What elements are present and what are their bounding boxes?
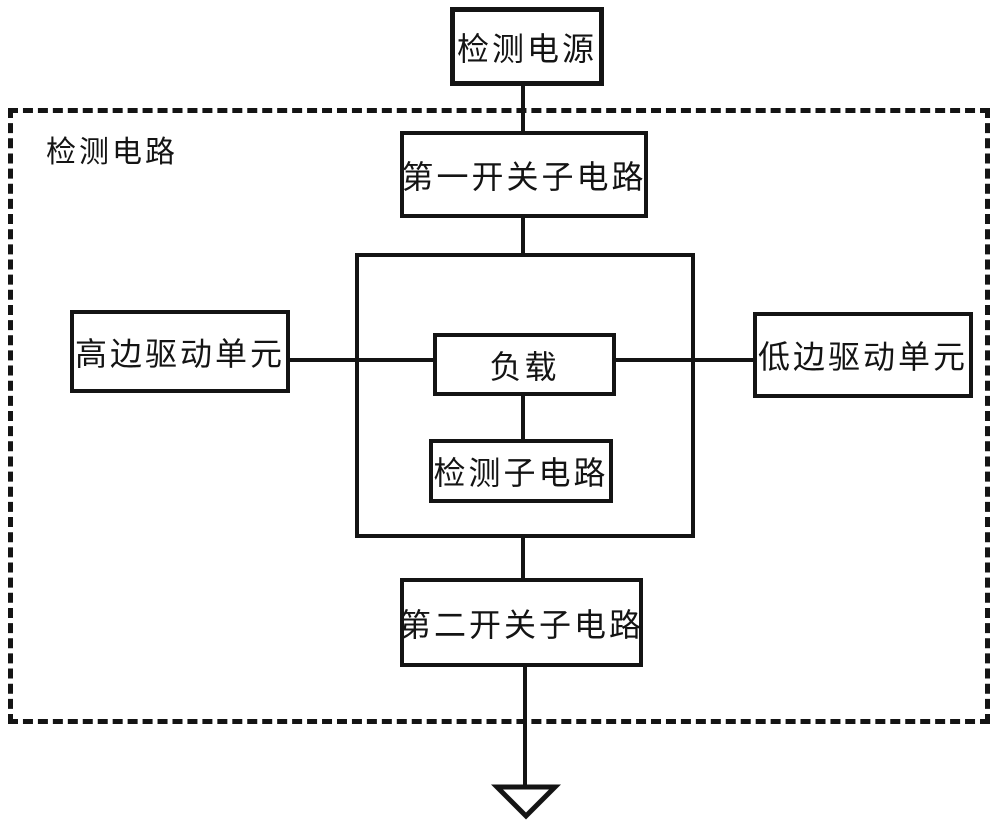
core-container-box bbox=[355, 253, 695, 538]
load-box: 负载 bbox=[433, 333, 616, 396]
connector-switch1-to-core bbox=[521, 216, 525, 255]
connector-load-to-lowside bbox=[614, 358, 754, 362]
detection-subcircuit-box: 检测子电路 bbox=[429, 439, 613, 503]
connector-load-to-detectsub bbox=[521, 394, 525, 440]
connector-power-to-switch1 bbox=[521, 84, 525, 132]
second-switch-subcircuit-box: 第二开关子电路 bbox=[399, 578, 643, 667]
low-side-driver-box: 低边驱动单元 bbox=[753, 312, 973, 398]
first-switch-subcircuit-box: 第一开关子电路 bbox=[400, 131, 648, 218]
high-side-driver-box: 高边驱动单元 bbox=[70, 310, 290, 393]
connector-switch2-to-ground bbox=[523, 665, 527, 789]
connector-highside-to-load bbox=[288, 358, 434, 362]
connector-core-to-switch2 bbox=[521, 536, 525, 579]
detection-circuit-boundary bbox=[8, 108, 990, 724]
detection-circuit-label: 检测电路 bbox=[46, 136, 178, 169]
power-source-box: 检测电源 bbox=[450, 7, 604, 86]
ground-icon bbox=[491, 784, 561, 820]
